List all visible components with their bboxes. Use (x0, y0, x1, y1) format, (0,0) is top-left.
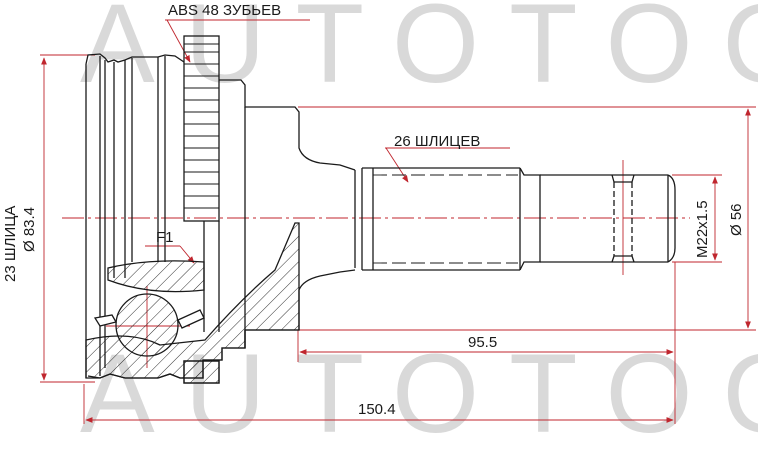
total-length-label: 150.4 (358, 401, 396, 418)
section-hatch (85, 222, 300, 384)
outer-diameter-label: Ø 83.4 (21, 206, 38, 252)
abs-teeth (184, 43, 219, 209)
cv-joint-drawing (40, 19, 756, 424)
shaft-length-label: 95.5 (468, 334, 498, 351)
splines-callout: 26 ШЛИЦЕВ (394, 133, 481, 150)
seal-diameter-label: Ø 56 (728, 203, 745, 236)
thread-label: M22x1.5 (694, 200, 711, 258)
watermark-top: AUTOTOOT (80, 0, 758, 106)
abs-teeth-callout: ABS 48 ЗУБЬЕВ (168, 2, 282, 19)
spline-lines (373, 174, 518, 264)
inner-splines-label: 23 ШЛИЦА (2, 205, 19, 282)
seal-ref-callout: F1 (156, 229, 174, 246)
